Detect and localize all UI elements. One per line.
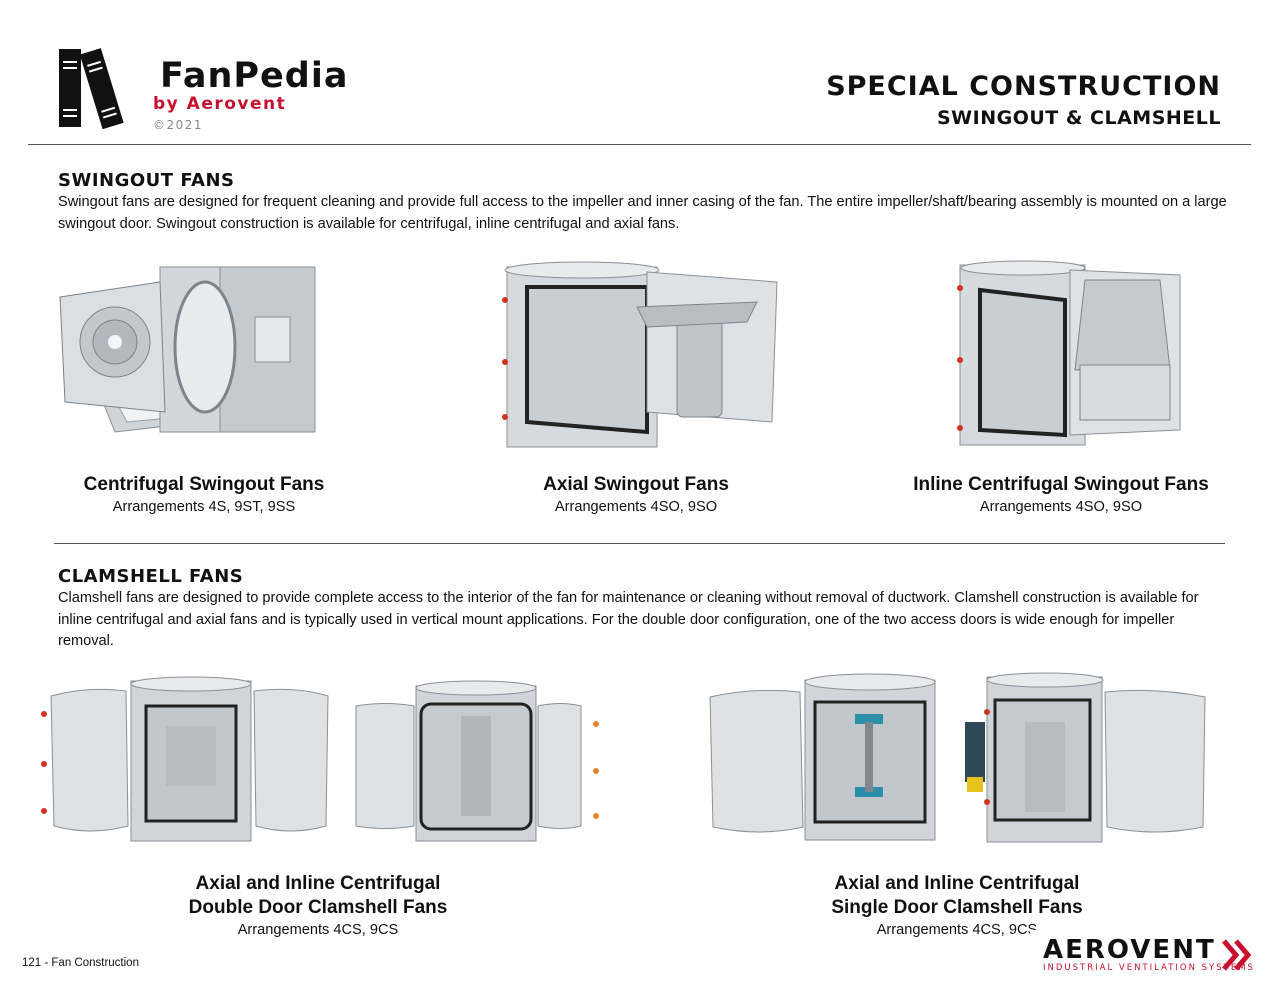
double-door-clamshell-fans-image <box>41 676 599 842</box>
single-door-clamshell-caption: Axial and Inline Centrifugal Single Door… <box>777 872 1137 941</box>
swingout-heading: SWINGOUT FANS <box>58 170 235 191</box>
caption-arrangements: Arrangements 4SO, 9SO <box>554 499 718 515</box>
caption-title: Inline Centrifugal Swingout Fans <box>913 474 1209 495</box>
page-title: SPECIAL CONSTRUCTION <box>826 71 1221 102</box>
axial-swingout-fan-image <box>502 261 778 448</box>
copyright: ©2021 <box>153 118 204 132</box>
clamshell-description: Clamshell fans are designed to provide c… <box>58 590 1199 649</box>
page-footer-label: 121 - Fan Construction <box>22 957 139 969</box>
double-door-clamshell-caption: Axial and Inline Centrifugal Double Door… <box>138 872 498 941</box>
section-divider <box>54 543 1225 544</box>
clamshell-heading: CLAMSHELL FANS <box>58 566 244 587</box>
fanpedia-wordmark: FanPedia <box>160 56 349 96</box>
aerovent-logo-block <box>1030 930 1265 980</box>
caption-title: Axial Swingout Fans <box>543 474 729 495</box>
caption-title-line2: Double Door Clamshell Fans <box>188 897 448 918</box>
caption-arrangements: Arrangements 4S, 9ST, 9SS <box>112 499 296 515</box>
caption-title-line1: Axial and Inline Centrifugal <box>195 873 441 894</box>
caption-arrangements: Arrangements 4CS, 9CS <box>237 922 399 938</box>
page-subtitle: SWINGOUT & CLAMSHELL <box>937 107 1221 129</box>
byline: by Aerovent <box>153 94 287 114</box>
fanpedia-book-logo <box>59 48 124 130</box>
inline-centrifugal-swingout-fan-image <box>957 260 1181 446</box>
caption-title: Centrifugal Swingout Fans <box>83 474 325 495</box>
centrifugal-swingout-fan-image <box>59 266 316 433</box>
chevron-right-icon <box>1222 939 1252 971</box>
axial-swingout-caption: Axial Swingout Fans Arrangements 4SO, 9S… <box>486 473 786 518</box>
caption-title-line2: Single Door Clamshell Fans <box>831 897 1083 918</box>
aerovent-wordmark: AEROVENT <box>1043 935 1216 965</box>
centrifugal-swingout-caption: Centrifugal Swingout Fans Arrangements 4… <box>54 473 354 518</box>
inline-centrifugal-swingout-caption: Inline Centrifugal Swingout Fans Arrange… <box>891 473 1231 518</box>
caption-arrangements: Arrangements 4SO, 9SO <box>979 499 1143 515</box>
header-divider <box>28 144 1251 145</box>
swingout-description: Swingout fans are designed for frequent … <box>58 194 1227 232</box>
single-door-clamshell-fans-image <box>709 672 1206 843</box>
aerovent-tagline: INDUSTRIAL VENTILATION SYSTEMS <box>1043 963 1255 973</box>
caption-title-line1: Axial and Inline Centrifugal <box>834 873 1080 894</box>
caption-arrangements: Arrangements 4CS, 9CS <box>876 922 1038 938</box>
